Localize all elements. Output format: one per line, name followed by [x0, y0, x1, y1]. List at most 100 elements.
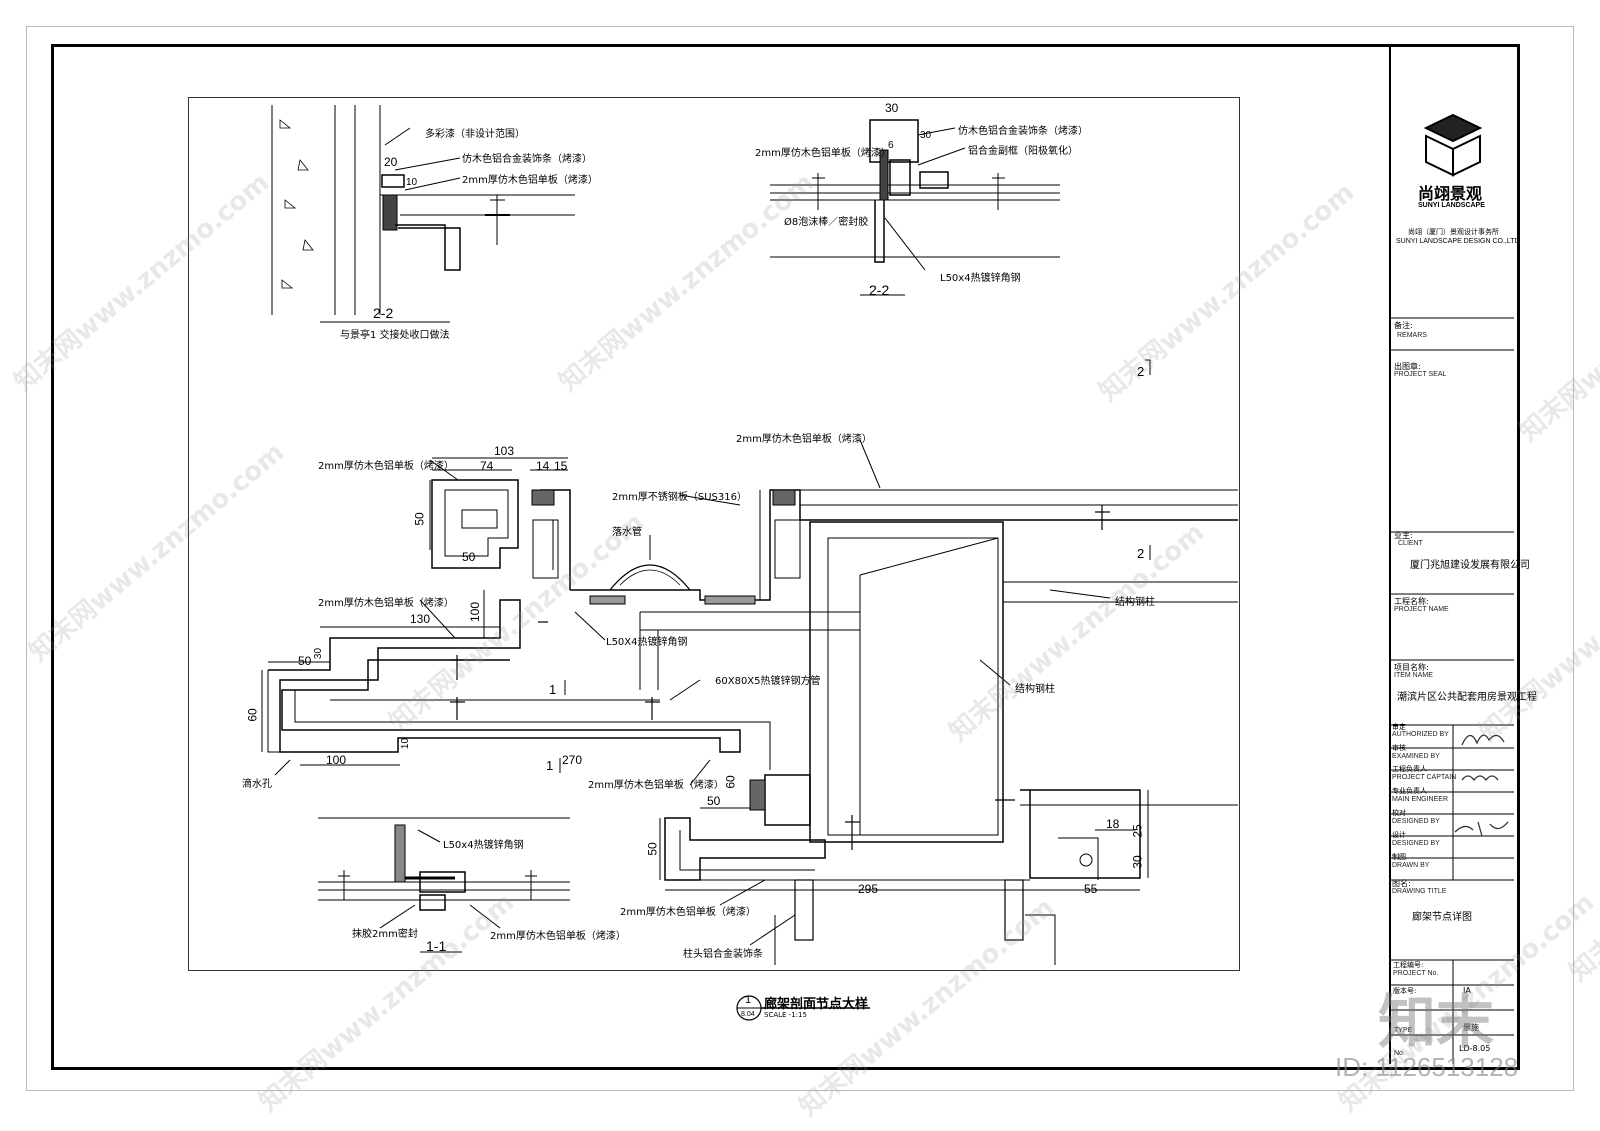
- tb-main-eng-en: MAIN ENGINEER: [1392, 796, 1449, 803]
- tb-auth: 审定: [1392, 723, 1406, 731]
- tl-wall-section: [271, 105, 575, 323]
- tl-label-paint: 多彩漆（非设计范围）: [425, 129, 525, 140]
- dim-50-a: 50: [412, 512, 427, 526]
- tb-drawing-title: 图名:: [1392, 879, 1411, 888]
- tl-section-title: 2-2: [373, 305, 394, 321]
- tb-project-no-en: PROJECT No.: [1393, 970, 1439, 977]
- title-sheet-ref: 8.04: [741, 1011, 755, 1018]
- tb-version-value: IA: [1463, 986, 1471, 995]
- dim-14: 14: [536, 459, 550, 473]
- dim-18: 18: [1106, 817, 1120, 831]
- tr-section-title: 2-2: [869, 282, 890, 298]
- dim-60-a: 60: [245, 708, 260, 722]
- tb-design: 设计: [1392, 831, 1406, 839]
- main-label-panel-3: 2mm厚仿木色铝单板（烤漆）: [318, 598, 454, 609]
- bl-section: [318, 817, 570, 953]
- tb-type-en: TYPE: [1394, 1027, 1413, 1034]
- drawing-title: 廊架剖面节点大样: [764, 997, 869, 1012]
- dim-55: 55: [1084, 882, 1098, 896]
- tb-client: 业主:: [1394, 531, 1413, 540]
- tr-label-trim: 仿木色铝合金装饰条（烤漆）: [958, 126, 1088, 137]
- tb-project-no: 工程编号:: [1393, 961, 1424, 969]
- title-detail-number: 1: [745, 994, 752, 1006]
- dim-130: 130: [410, 612, 431, 626]
- tb-main-eng: 专业负责人: [1392, 787, 1427, 795]
- dim-30-b: 30: [1130, 855, 1145, 869]
- screws-main: [450, 505, 1110, 850]
- tl-section-subtitle: 与景亭1 交接处收口做法: [340, 330, 450, 341]
- tb-item-value: 潮滨片区公共配套用房景观工程: [1397, 692, 1537, 703]
- main-label-panel-4: 2mm厚仿木色铝单板（烤漆）: [588, 780, 724, 791]
- tb-exam: 审核: [1392, 744, 1406, 752]
- dim-15: 15: [554, 459, 568, 473]
- main-label-panel-5: 2mm厚仿木色铝单板（烤漆）: [620, 907, 756, 918]
- dim-100-b: 100: [326, 753, 347, 767]
- tb-design-en: DESIGNED BY: [1392, 840, 1440, 847]
- dim-50-c: 50: [298, 654, 312, 668]
- bl-section-title: 1-1: [426, 938, 447, 954]
- tr-label-foam: Ø8泡沫棒／密封胶: [784, 217, 869, 228]
- main-label-column-1: 结构钢柱: [1115, 597, 1155, 608]
- dim-100-a: 100: [468, 601, 483, 623]
- main-label-capital-trim: 柱头铝合金装饰条: [683, 949, 763, 960]
- sheet-outer-border: [26, 26, 1574, 1091]
- tb-exam-en: EXAMINED BY: [1392, 753, 1440, 760]
- dim-74: 74: [480, 459, 494, 473]
- tb-remarks: 备注:: [1394, 321, 1413, 330]
- section-mark-2-top: 2: [1137, 364, 1145, 379]
- tr-label-angle: L50x4热镀锌角钢: [940, 273, 1021, 284]
- logo-cube-icon: [1423, 113, 1483, 177]
- drawing-area-border: [188, 97, 1240, 971]
- dim-60-b: 60: [723, 775, 738, 789]
- tb-item-en: ITEM NAME: [1394, 672, 1433, 679]
- tb-type-value: 景施: [1463, 1023, 1479, 1032]
- tr-joint-section: [770, 119, 1060, 296]
- tb-no-en: No.: [1394, 1050, 1405, 1057]
- tb-drawn-en: DRAWN BY: [1392, 862, 1430, 869]
- tb-no-value: LD-8.05: [1459, 1044, 1491, 1053]
- main-label-drain-pipe: 落水管: [612, 527, 642, 538]
- tb-remarks-en: REMARS: [1397, 332, 1427, 339]
- main-label-column-2: 结构钢柱: [1015, 684, 1055, 695]
- tb-item: 项目名称:: [1394, 663, 1429, 672]
- dim-25: 25: [1130, 824, 1145, 838]
- drawing-scale: SCALE -1:15: [764, 1011, 807, 1019]
- tl-label-trim: 仿木色铝合金装饰条（烤漆）: [462, 154, 592, 165]
- tb-version: 版本号:: [1393, 987, 1417, 995]
- logo-en: SUNYI LANDSCAPE: [1418, 202, 1485, 209]
- dim-50-e: 50: [645, 842, 660, 856]
- bl-label-sealant: 抹胶2mm密封: [352, 929, 418, 940]
- dim-30-a: 30: [313, 647, 325, 660]
- tr-label-panel: 2mm厚仿木色铝单板（烤漆）: [755, 148, 891, 159]
- tb-seal-en: PROJECT SEAL: [1394, 371, 1447, 378]
- tl-label-panel: 2mm厚仿木色铝单板（烤漆）: [462, 175, 598, 186]
- tb-drawing-title-value: 廊架节点详图: [1412, 912, 1472, 923]
- tb-check-en: DESIGNED BY: [1392, 818, 1440, 825]
- main-label-stainless: 2mm厚不锈钢板（SUS316）: [612, 492, 747, 503]
- tr-dim-30b: 30: [920, 130, 932, 141]
- dim-50-b: 50: [462, 550, 476, 564]
- tb-drawing-title-en: DRAWING TITLE: [1392, 888, 1447, 895]
- dim-10: 10: [400, 737, 412, 750]
- bl-label-panel: 2mm厚仿木色铝单板（烤漆）: [490, 931, 626, 942]
- main-label-panel-1: 2mm厚仿木色铝单板（烤漆）: [318, 461, 454, 472]
- dim-270: 270: [562, 753, 583, 767]
- tl-dim-20: 20: [384, 155, 398, 169]
- tr-dim-30: 30: [885, 101, 899, 115]
- firm-name-en: SUNYI LANDSCAPE DESIGN CO.,LTD: [1396, 238, 1520, 245]
- signature-marks: [1454, 734, 1509, 837]
- tb-auth-en: AUTHORIZED BY: [1392, 731, 1449, 738]
- tr-label-subframe: 铝合金副框（阳极氧化）: [968, 146, 1078, 157]
- sheet-frame: [51, 44, 1520, 1070]
- tb-captain-en: PROJECT CAPTAIN: [1392, 774, 1457, 781]
- section-mark-1-top: 1: [549, 682, 557, 697]
- main-label-drip-hole: 滴水孔: [242, 779, 272, 790]
- firm-name-cn: 尚翊（厦门）景观设计事务所: [1408, 228, 1499, 236]
- tb-client-en: CLIENT: [1398, 540, 1423, 547]
- tb-project: 工程名称:: [1394, 597, 1429, 606]
- section-mark-2-mid: 2: [1137, 546, 1145, 561]
- dim-50-d: 50: [707, 794, 721, 808]
- tb-project-en: PROJECT NAME: [1394, 606, 1449, 613]
